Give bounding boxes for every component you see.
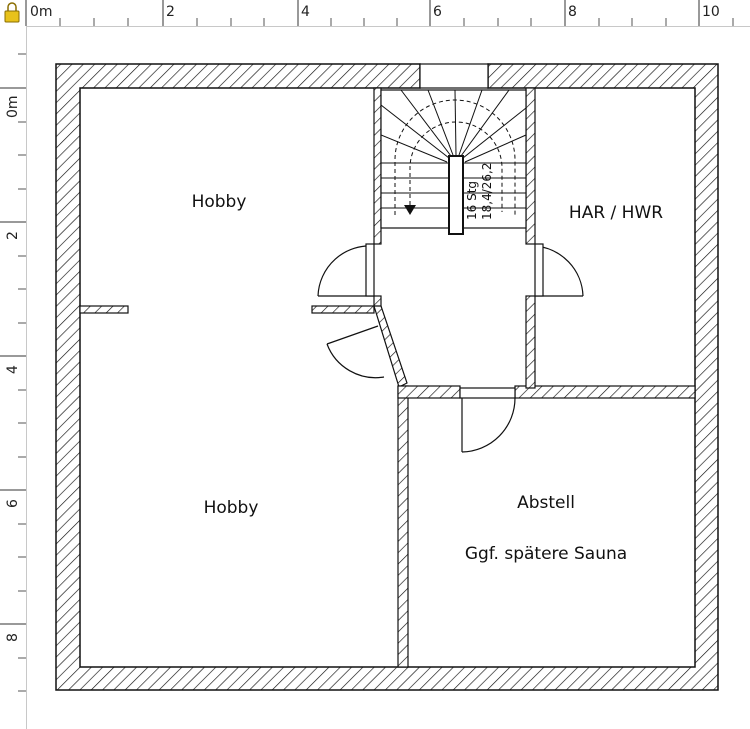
ruler-left-label-4: 4 <box>5 365 21 374</box>
wall-abstell-top-right <box>514 385 696 399</box>
ruler-top <box>0 0 750 27</box>
partition-left-stub <box>79 305 129 314</box>
room-label-hobby-upper: Hobby <box>192 192 247 212</box>
lock-icon <box>4 2 20 23</box>
ruler-left-label-6: 6 <box>5 499 21 508</box>
ruler-top-label-6: 6 <box>433 4 442 20</box>
wall-har-left-lower <box>525 295 536 389</box>
ruler-left-label-8: 8 <box>5 633 21 642</box>
room-label-har-hwr: HAR / HWR <box>569 203 663 223</box>
top-opening <box>419 63 489 89</box>
outer-wall <box>55 63 719 691</box>
stairs-steps-label: 16 Stg <box>465 181 479 220</box>
room-label-abstell: Abstell <box>517 493 575 513</box>
wall-har-left-upper <box>525 87 536 245</box>
ruler-top-ticks: 0m 2 4 6 8 10 <box>25 0 734 26</box>
room-label-hobby-lower: Hobby <box>204 498 259 518</box>
ruler-left <box>0 26 27 729</box>
door-hobby-lower <box>326 325 385 379</box>
door-abstell <box>459 387 516 453</box>
door-hobby-upper <box>317 243 375 297</box>
ruler-top-label-2: 2 <box>166 4 175 20</box>
ruler-top-label-10: 10 <box>702 4 720 20</box>
ruler-left-label-0: 0m <box>5 95 21 118</box>
partition-right-stub <box>311 305 375 314</box>
ruler-top-label-8: 8 <box>568 4 577 20</box>
stairs-ratio-label: 18,4/26,2 <box>480 163 494 220</box>
staircase: 16 Stg 18,4/26,2 <box>380 89 527 235</box>
room-label-abstell-note: Ggf. spätere Sauna <box>465 544 627 564</box>
ruler-left-ticks: 0m 2 4 6 8 <box>0 53 26 692</box>
wall-abstell-top-left <box>397 385 461 399</box>
hall-wall-left-upper <box>373 87 382 245</box>
wall-middle-lower <box>397 385 409 668</box>
door-har <box>534 243 584 297</box>
ruler-corner[interactable] <box>0 0 26 26</box>
ruler-left-label-2: 2 <box>5 231 21 240</box>
ruler-top-label-0: 0m <box>30 4 53 20</box>
ruler-top-label-4: 4 <box>301 4 310 20</box>
hall-wall-diagonal <box>373 305 408 388</box>
